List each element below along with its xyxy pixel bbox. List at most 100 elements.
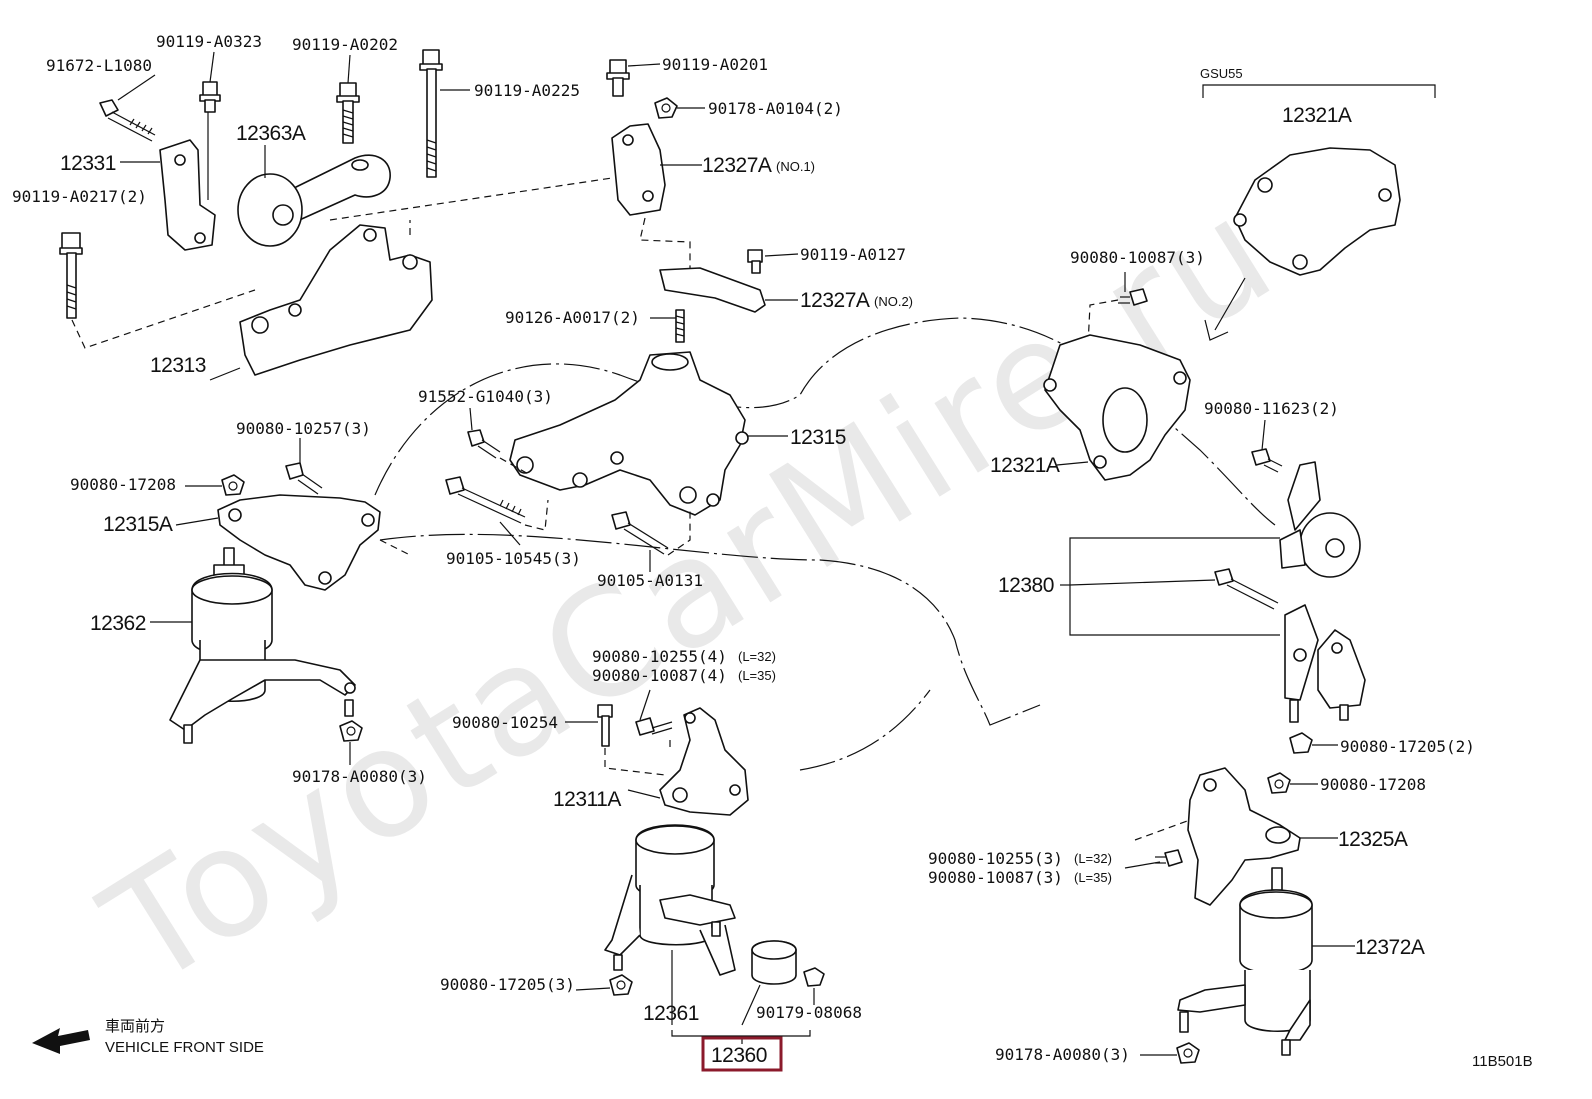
bracket-12325A xyxy=(1187,767,1301,906)
legend-en: VEHICLE FRONT SIDE xyxy=(105,1039,264,1056)
bolt-91552-G1040 xyxy=(467,429,501,459)
nut-90080-17205-right xyxy=(1289,732,1313,754)
label-90179-08068: 90179-08068 xyxy=(756,1003,862,1022)
label-90105-A0131: 90105-A0131 xyxy=(597,571,703,590)
label-12327A-no2: 12327A xyxy=(800,289,870,312)
bracket-12313 xyxy=(239,224,433,376)
label-90080-10087-3: 90080-10087(3) xyxy=(1070,248,1205,267)
mount-12372A xyxy=(1177,867,1313,1056)
label-91672-L1080: 91672-L1080 xyxy=(46,56,152,75)
nut-90179-08068 xyxy=(803,967,825,987)
label-90080-17205-3: 90080-17205(3) xyxy=(440,975,575,994)
label-12311A: 12311A xyxy=(553,788,621,811)
engine-outline-line xyxy=(374,317,1276,526)
label-12363A: 12363A xyxy=(236,122,306,145)
label-12315: 12315 xyxy=(790,426,846,449)
bolt-90105-A0131 xyxy=(611,511,669,555)
label-90080-17208-right: 90080-17208 xyxy=(1320,775,1426,794)
label-90080-10255-4-note: (L=32) xyxy=(738,649,776,664)
diagram-code: 11B501B xyxy=(1472,1053,1533,1070)
legend-jp: 車両前方 xyxy=(105,1018,165,1035)
label-12325A: 12325A xyxy=(1338,828,1408,851)
label-90178-A0104: 90178-A0104(2) xyxy=(708,99,843,118)
label-90080-10087-4: 90080-10087(4) xyxy=(592,666,727,685)
nut-90080-17205-center xyxy=(609,974,633,996)
vehicle-front-arrow-icon xyxy=(32,1028,90,1054)
stud-90126-A0017 xyxy=(675,309,685,343)
label-90080-10087-3b: 90080-10087(3) xyxy=(928,868,1063,887)
label-12327A-no2-note: (NO.2) xyxy=(874,294,913,309)
bolt-90119-A0323 xyxy=(199,81,221,113)
label-90126-A0017: 90126-A0017(2) xyxy=(505,308,640,327)
bolt-90080-10254 xyxy=(597,704,613,747)
bolt-90119-A0217 xyxy=(59,232,83,319)
nut-90080-17208-right xyxy=(1267,772,1291,794)
bushing-90179-08068-part xyxy=(751,940,797,985)
bolt-90119-A0225 xyxy=(419,49,443,178)
label-90080-17205-2: 90080-17205(2) xyxy=(1340,737,1475,756)
bolt-90080-10257 xyxy=(285,462,323,495)
label-12321A-top: 12321A xyxy=(1282,104,1352,127)
label-gsu55: GSU55 xyxy=(1200,66,1243,81)
bolt-90080-10255-4 xyxy=(635,717,673,736)
label-90178-A0080-left: 90178-A0080(3) xyxy=(292,767,427,786)
torque-rod-12363A xyxy=(237,154,391,247)
bolt-90080-10255-3 xyxy=(1155,849,1183,867)
bracket-12327A-no2 xyxy=(659,267,766,313)
bracket-12321A-gsu55 xyxy=(1234,147,1401,276)
arrow-icon xyxy=(1204,277,1246,341)
label-90119-A0217: 90119-A0217(2) xyxy=(12,187,147,206)
label-90080-10255-3-note: (L=32) xyxy=(1074,851,1112,866)
bolt-90080-11623 xyxy=(1251,448,1283,473)
bolt-90080-10087-3 xyxy=(1118,288,1148,306)
bracket-12315A xyxy=(217,494,381,591)
mount-12362 xyxy=(169,547,356,744)
label-12321A: 12321A xyxy=(990,454,1060,477)
label-12361: 12361 xyxy=(643,1002,699,1025)
nut-90178-A0080-left xyxy=(339,720,363,742)
bolt-90119-A0201 xyxy=(606,59,630,97)
bracket-12311A xyxy=(659,707,749,816)
label-12360[interactable]: 12360 xyxy=(711,1044,767,1067)
bracket-12327A-no1 xyxy=(611,123,666,216)
label-90080-17208-left: 90080-17208 xyxy=(70,475,176,494)
bolt-91672-L1080 xyxy=(99,99,156,142)
bolt-90119-A0127 xyxy=(747,249,763,274)
label-90080-10087-4-note: (L=35) xyxy=(738,668,776,683)
label-90080-10257: 90080-10257(3) xyxy=(236,419,371,438)
label-12380: 12380 xyxy=(998,574,1054,597)
label-12327A-no1-note: (NO.1) xyxy=(776,159,815,174)
lower-outline-line xyxy=(799,689,931,771)
label-91552-G1040: 91552-G1040(3) xyxy=(418,387,553,406)
label-12362: 12362 xyxy=(90,612,146,635)
nut-90178-A0104 xyxy=(654,97,678,119)
nut-90178-A0080-right xyxy=(1176,1042,1200,1064)
label-12315A: 12315A xyxy=(103,513,173,536)
label-90080-10254: 90080-10254 xyxy=(452,713,558,732)
label-90119-A0202: 90119-A0202 xyxy=(292,35,398,54)
mount-12380 xyxy=(1279,461,1366,723)
nut-90080-17208-left xyxy=(221,474,245,496)
engine-mount-bracket-12315 xyxy=(509,351,746,516)
label-12313: 12313 xyxy=(150,354,206,377)
label-90105-10545: 90105-10545(3) xyxy=(446,549,581,568)
label-12372A: 12372A xyxy=(1355,936,1425,959)
bracket-12331 xyxy=(159,139,216,251)
label-90080-11623: 90080-11623(2) xyxy=(1204,399,1339,418)
label-90080-10087-3b-note: (L=35) xyxy=(1074,870,1112,885)
transaxle-outline-line xyxy=(379,533,1041,726)
highlight-box-12360 xyxy=(701,1036,783,1072)
label-12327A-no1: 12327A xyxy=(702,154,772,177)
label-90178-A0080-right: 90178-A0080(3) xyxy=(995,1045,1130,1064)
label-90080-10255-3: 90080-10255(3) xyxy=(928,849,1063,868)
bolt-90119-A0202 xyxy=(336,82,360,144)
label-90119-A0127: 90119-A0127 xyxy=(800,245,906,264)
bolt-90105-10545 xyxy=(445,476,526,524)
bolt-12380-center xyxy=(1214,568,1279,610)
label-12331: 12331 xyxy=(60,152,116,175)
mount-12361 xyxy=(604,824,736,976)
label-90080-10255-4: 90080-10255(4) xyxy=(592,647,727,666)
label-90119-A0323: 90119-A0323 xyxy=(156,32,262,51)
label-90119-A0201: 90119-A0201 xyxy=(662,55,768,74)
